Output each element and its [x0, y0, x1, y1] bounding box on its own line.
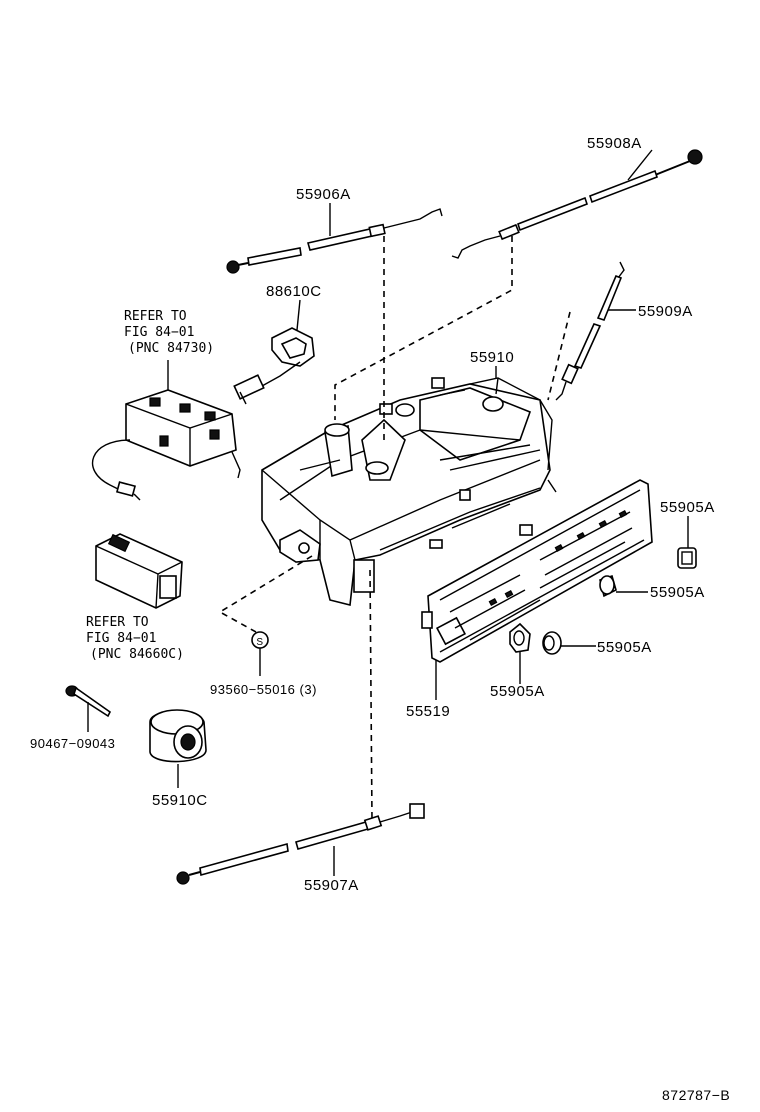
cable-55909a [555, 261, 636, 401]
label-93560: 93560−55016 (3) [210, 682, 317, 697]
label-55905a-2: 55905A [650, 584, 705, 601]
label-55910: 55910 [470, 349, 514, 366]
knob-55905a-1 [677, 516, 697, 569]
label-ref2-line3: (PNC 84660C) [90, 647, 184, 662]
label-55905a-4: 55905A [490, 683, 545, 700]
dashed-connectors [218, 236, 571, 821]
knob-55905a-3 [542, 631, 596, 655]
control-panel-55519 [421, 479, 653, 663]
knob-55905a-2 [599, 574, 648, 598]
label-55910c: 55910C [152, 792, 208, 809]
label-ref2-line1: REFER TO [86, 615, 149, 630]
connector-block-84660c [95, 533, 183, 609]
label-55908a: 55908A [587, 135, 642, 152]
control-assembly-55910 [261, 377, 557, 606]
label-88610c: 88610C [266, 283, 322, 300]
cable-55908a [451, 149, 703, 259]
label-55907a: 55907A [304, 877, 359, 894]
washer-93560 [251, 631, 269, 676]
knob-55910c [149, 709, 207, 788]
label-90467: 90467−09043 [30, 736, 115, 751]
servo-motor-84730 [91, 360, 241, 501]
label-55905a-3: 55905A [597, 639, 652, 656]
screw-90467 [65, 685, 112, 732]
sensor-88610c [233, 299, 315, 405]
knob-55905a-4 [509, 622, 531, 684]
drawing-number: 872787−B [662, 1087, 730, 1103]
label-55909a: 55909A [638, 303, 693, 320]
cable-55907a [176, 803, 425, 885]
label-55906a: 55906A [296, 186, 351, 203]
cable-55906a [226, 203, 443, 274]
washer-symbol: S [256, 637, 263, 648]
label-ref1-line3: (PNC 84730) [128, 341, 214, 356]
label-ref1-line1: REFER TO [124, 309, 187, 324]
label-55905a-1: 55905A [660, 499, 715, 516]
label-ref2-line2: FIG 84−01 [86, 631, 156, 646]
label-55519: 55519 [406, 703, 450, 720]
label-ref1-line2: FIG 84−01 [124, 325, 194, 340]
